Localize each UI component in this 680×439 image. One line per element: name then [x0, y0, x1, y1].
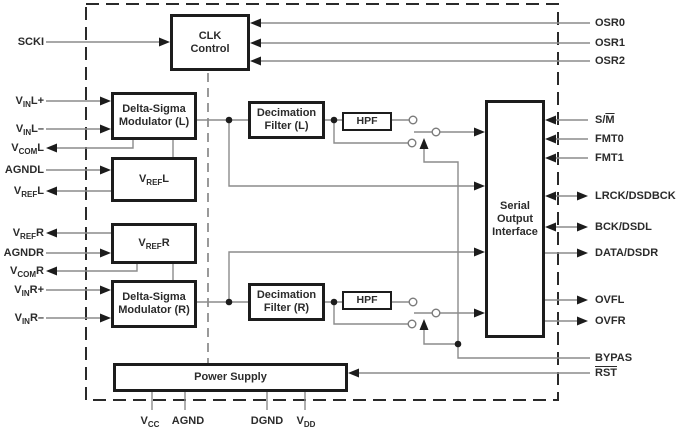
pin-label-vdd: VDD	[296, 415, 316, 430]
pin-label-vcc: VCC	[140, 415, 160, 430]
block-label: HPF	[356, 115, 378, 127]
block-label: Power Supply	[194, 371, 267, 383]
block-delta-sigma-modulator-l: Delta-Sigma Modulator (L)	[111, 92, 197, 140]
switch-contacts	[407, 115, 441, 329]
pin-label-agndr: AGNDR	[3, 247, 44, 259]
pin-label-vcom-r: VCOMR	[10, 265, 44, 280]
block-vref-l: VREFL	[111, 157, 197, 202]
block-label: Delta-Sigma	[122, 103, 186, 115]
pin-label-ovfl: OVFL	[595, 294, 625, 306]
pin-label-vref-r: VREFR	[12, 227, 44, 242]
block-decimation-filter-r: Decimation Filter (R)	[248, 283, 325, 321]
pin-label-osr2: OSR2	[595, 55, 625, 67]
block-label: Delta-Sigma	[122, 291, 186, 303]
pin-label-agndl: AGNDL	[4, 164, 44, 176]
pin-label-vin-l-minus: VINL–	[15, 123, 44, 138]
block-label: VREFL	[138, 173, 170, 188]
pin-label-bypas: BYPAS	[595, 352, 633, 364]
pin-label-vcom-l: VCOML	[11, 142, 44, 157]
pin-label-vin-r-plus: VINR+	[14, 284, 44, 299]
pin-label-agnd: AGND	[171, 415, 205, 427]
pin-label-bck-dsdl: BCK/DSDL	[595, 221, 652, 233]
block-hpf-l: HPF	[342, 112, 392, 131]
junction-dots	[225, 116, 462, 348]
block-label: Output	[496, 212, 534, 225]
pin-label-vref-l: VREFL	[13, 185, 44, 200]
block-label: Control	[190, 42, 230, 55]
pin-label-osr1: OSR1	[595, 37, 625, 49]
block-label: Serial	[500, 199, 530, 212]
chip-boundary-dashed	[85, 3, 559, 401]
block-label: Decimation	[256, 289, 317, 301]
block-power-supply: Power Supply	[113, 363, 348, 392]
pin-label-ovfr: OVFR	[595, 315, 626, 327]
pin-label-fmt1: FMT1	[595, 152, 624, 164]
block-label: Interface	[492, 225, 538, 238]
pin-label-osr0: OSR0	[595, 17, 625, 29]
block-label: CLK	[198, 29, 222, 42]
arrowheads	[46, 18, 588, 378]
block-decimation-filter-l: Decimation Filter (L)	[248, 101, 325, 139]
block-label: Decimation	[256, 107, 317, 119]
block-serial-output-interface: Serial Output Interface	[485, 100, 545, 338]
pin-label-s-mbar: S/M	[595, 114, 615, 126]
block-label: VREFR	[138, 237, 170, 252]
pin-label-rst-bar: RST	[595, 367, 617, 379]
signal-wires	[46, 22, 590, 410]
block-label: Filter (R)	[263, 302, 310, 314]
block-hpf-r: HPF	[342, 291, 392, 310]
pin-label-vin-r-minus: VINR–	[14, 312, 44, 327]
block-delta-sigma-modulator-r: Delta-Sigma Modulator (R)	[111, 280, 197, 328]
pin-label-lrck-dsdbck: LRCK/DSDBCK	[595, 190, 676, 202]
pin-label-data-dsdr: DATA/DSDR	[595, 247, 659, 259]
pin-label-vin-l-plus: VINL+	[15, 95, 45, 110]
block-label: Modulator (R)	[118, 304, 190, 316]
pin-label-dgnd: DGND	[250, 415, 284, 427]
block-vref-r: VREFR	[111, 223, 197, 264]
block-label: Filter (L)	[264, 120, 309, 132]
block-clk-control: CLK Control	[170, 14, 250, 71]
pin-label-scki: SCKI	[17, 36, 44, 48]
pin-label-fmt0: FMT0	[595, 133, 624, 145]
block-label: HPF	[356, 294, 378, 306]
block-label: Modulator (L)	[118, 116, 190, 128]
